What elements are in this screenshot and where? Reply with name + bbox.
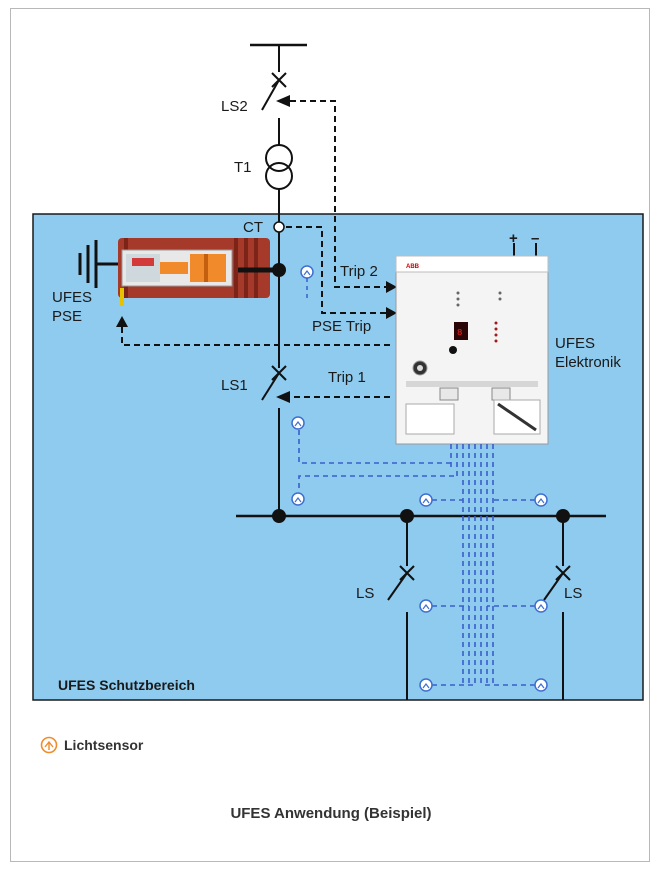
ufes-electronics-device: ABB 8 (395, 255, 549, 445)
label-ls1: LS1 (221, 377, 248, 394)
figure-caption: UFES Anwendung (Beispiel) (230, 805, 432, 822)
label-ufes-pse-2: PSE (52, 308, 82, 325)
sensor-signal-lines (298, 430, 535, 686)
switch-ls-right (543, 516, 571, 700)
label-trip1: Trip 1 (328, 369, 366, 386)
label-ls2: LS2 (221, 98, 248, 115)
label-minus: – (531, 230, 539, 247)
label-plus: + (509, 230, 518, 247)
label-elektronik-2: Elektronik (555, 354, 621, 371)
device-brand-logo: ABB (406, 264, 420, 270)
pse-node (272, 263, 286, 277)
label-ufes-pse-1: UFES (52, 289, 92, 306)
trip-arrowheads (116, 95, 397, 403)
ufes-pse-device (118, 238, 279, 306)
legend: Lichtsensor (40, 736, 143, 754)
label-elektronik-1: UFES (555, 335, 595, 352)
transformer-t1 (265, 144, 293, 222)
svg-text:8: 8 (457, 328, 462, 338)
switch-ls1 (261, 365, 287, 516)
figure-frame (10, 8, 650, 862)
label-ct: CT (243, 219, 263, 236)
label-protection-zone: UFES Schutzbereich (58, 677, 195, 693)
label-trip2: Trip 2 (340, 263, 378, 280)
switch-ls2 (261, 72, 287, 145)
ground-icon (78, 240, 120, 288)
label-pse-trip: PSE Trip (312, 318, 371, 335)
label-t1: T1 (234, 159, 252, 176)
label-ls-left: LS (356, 585, 374, 602)
legend-label: Lichtsensor (64, 737, 144, 753)
light-sensor-icon (40, 736, 58, 754)
current-transformer-ct (273, 221, 285, 233)
light-sensor-icon (294, 270, 545, 689)
busbar-node (272, 509, 286, 523)
trip-signal-lines (121, 100, 390, 398)
switch-ls-left (387, 516, 415, 700)
label-ls-right: LS (564, 585, 582, 602)
